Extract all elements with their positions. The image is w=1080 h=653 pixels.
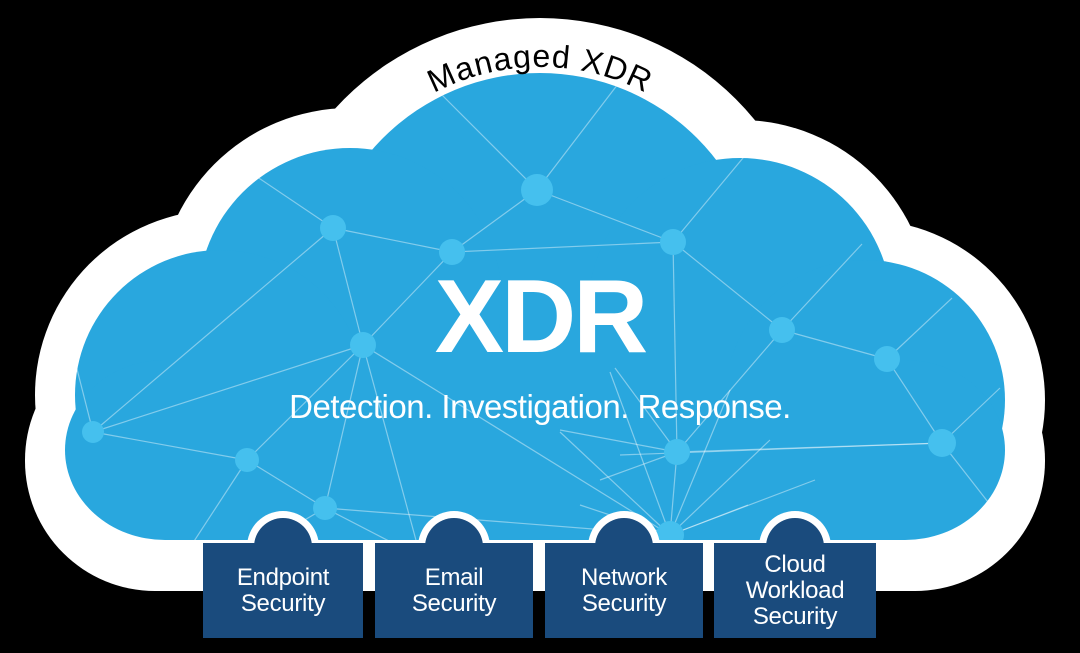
mesh-edge <box>886 297 953 360</box>
xdr-subtitle: Detection. Investigation. Response. <box>289 388 791 425</box>
security-box-endpoint: Endpoint Security <box>203 543 363 638</box>
mesh-edge <box>781 329 888 360</box>
box-label-line: Security <box>752 602 838 630</box>
mesh-node <box>664 439 690 465</box>
mesh-node <box>320 215 346 241</box>
mesh-node <box>82 421 104 443</box>
mesh-edge <box>536 189 674 243</box>
mesh-edge <box>434 87 538 191</box>
mesh-edge <box>886 358 943 444</box>
mesh-node <box>660 229 686 255</box>
box-label-line: Security <box>411 589 497 617</box>
mesh-edge <box>676 442 943 453</box>
mesh-edge <box>559 431 671 536</box>
box-label-line: Endpoint <box>236 563 330 591</box>
mesh-edge <box>246 459 326 509</box>
box-label-line: Email <box>424 563 484 591</box>
mesh-edge <box>672 151 749 243</box>
mesh-edge <box>672 241 678 453</box>
mesh-node <box>521 174 553 206</box>
mesh-edge <box>362 251 453 346</box>
mesh-edge <box>536 83 619 191</box>
mesh-edge <box>669 479 816 536</box>
mesh-edge <box>324 507 419 540</box>
mesh-edge <box>332 227 453 253</box>
mesh-node <box>235 448 259 472</box>
mesh-edge <box>781 243 863 331</box>
mesh-edge <box>92 431 248 461</box>
mesh-node <box>769 317 795 343</box>
mesh-edge <box>362 344 421 540</box>
mesh-edge <box>332 227 364 346</box>
mesh-node <box>656 521 684 540</box>
box-label-line: Security <box>240 589 326 617</box>
xdr-title: XDR <box>435 259 646 375</box>
mesh-edge <box>246 344 364 461</box>
mesh-edge <box>669 389 731 536</box>
mesh-node <box>439 239 465 265</box>
mesh-edge <box>451 189 538 253</box>
mesh-edge <box>92 227 334 433</box>
mesh-edge <box>669 439 771 536</box>
mesh-edge <box>324 344 364 509</box>
security-box-cloud-workload: Cloud Workload Security <box>714 543 876 638</box>
box-label-line: Security <box>581 589 667 617</box>
mesh-edge <box>599 451 678 481</box>
mesh-node <box>313 496 337 520</box>
box-label-line: Workload <box>745 576 845 604</box>
mesh-node <box>928 429 956 457</box>
mesh-edge <box>559 429 678 453</box>
box-label-line: Network <box>581 563 667 591</box>
cloud-base <box>65 360 1005 540</box>
box-label-line: Cloud <box>764 550 826 578</box>
security-box-network: Network Security <box>545 543 703 638</box>
mesh-edge <box>184 459 248 540</box>
security-box-email: Email Security <box>375 543 533 638</box>
mesh-edge <box>92 344 364 433</box>
mesh-edge <box>672 241 783 331</box>
mesh-node <box>350 332 376 358</box>
mesh-edge <box>609 371 671 536</box>
mesh-edge <box>451 241 674 253</box>
mesh-node <box>874 346 900 372</box>
mesh-edge <box>676 329 783 453</box>
mesh-edge <box>362 344 671 536</box>
mesh-edge <box>614 367 678 453</box>
